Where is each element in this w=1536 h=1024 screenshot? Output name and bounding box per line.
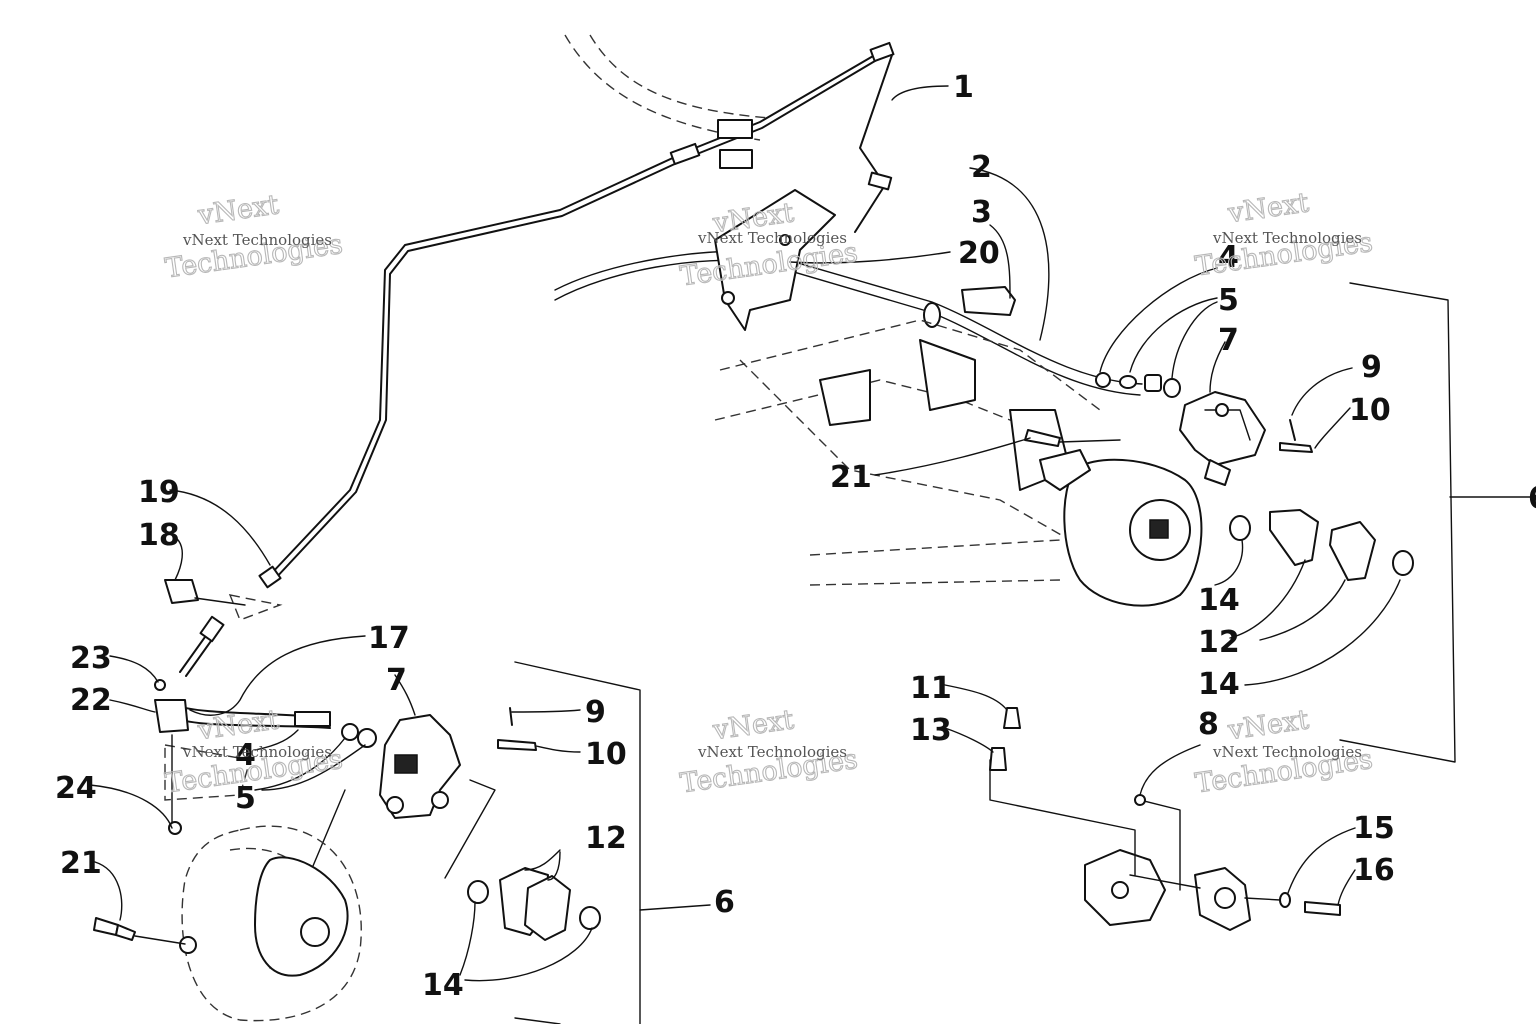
callout-17: 17 — [368, 621, 410, 656]
callout-4-rear: 4 — [1218, 240, 1239, 275]
callout-14-rear-a: 14 — [1198, 583, 1240, 618]
svg-text:vNext: vNext — [1225, 704, 1311, 746]
front-brake-assembly — [93, 565, 711, 1024]
watermark-text-3: vNext Technologies — [1212, 229, 1362, 247]
watermark-text-6: vNext Technologies — [1212, 743, 1362, 761]
callout-7-rear: 7 — [1218, 323, 1239, 358]
watermark-text-1: vNext Technologies — [182, 231, 332, 249]
clip-3 — [961, 286, 1016, 316]
watermark-text-5: vNext Technologies — [697, 743, 847, 761]
callout-1: 1 — [953, 70, 974, 105]
callout-13: 13 — [910, 713, 952, 748]
caliper-mount-lower-right — [989, 707, 1341, 931]
front-disc-hub — [179, 825, 362, 1022]
bracket-22 — [154, 699, 189, 733]
brake-line-1 — [854, 51, 893, 233]
callout-9-rear: 9 — [1361, 350, 1382, 385]
watermark-text-4: vNext Technologies — [182, 743, 332, 761]
callout-15: 15 — [1353, 811, 1395, 846]
callout-23: 23 — [70, 641, 112, 676]
callout-24: 24 — [55, 771, 97, 806]
rear-disc-hub — [1039, 449, 1203, 607]
callout-9-front: 9 — [585, 695, 606, 730]
callout-4-front: 4 — [235, 738, 256, 773]
callout-6-front: 6 — [714, 885, 735, 920]
callout-12-front: 12 — [585, 821, 627, 856]
brake-line-tee — [717, 119, 753, 139]
callout-6-rear: 6 — [1528, 481, 1536, 516]
callout-21-rear: 21 — [830, 460, 872, 495]
leader-lines — [89, 85, 1401, 982]
callout-18: 18 — [138, 518, 180, 553]
callout-14-front: 14 — [422, 968, 464, 1003]
cable-bracket — [714, 189, 836, 331]
callout-11: 11 — [910, 671, 952, 706]
callout-7-front: 7 — [386, 663, 407, 698]
svg-text:vNext: vNext — [1225, 187, 1311, 229]
pad-12d — [524, 875, 571, 941]
pad-12b — [1329, 521, 1376, 581]
callout-20: 20 — [958, 236, 1000, 271]
callout-3: 3 — [971, 195, 992, 230]
brake-line-main — [269, 51, 881, 576]
svg-text:vNext: vNext — [195, 189, 281, 231]
oring-14d — [579, 906, 601, 930]
callout-21-front: 21 — [60, 846, 102, 881]
oring-14b — [1392, 550, 1414, 576]
oring-14c — [467, 880, 489, 904]
callout-8: 8 — [1198, 707, 1219, 742]
caliper-rear — [1179, 391, 1266, 466]
callout-22: 22 — [70, 683, 112, 718]
callout-16: 16 — [1353, 853, 1395, 888]
callout-12-rear: 12 — [1198, 625, 1240, 660]
callout-14-rear-b: 14 — [1198, 667, 1240, 702]
oring-14a — [1229, 515, 1251, 541]
svg-text:vNext: vNext — [710, 704, 796, 746]
callout-10-front: 10 — [585, 737, 627, 772]
clip-18 — [164, 579, 199, 604]
callout-labels: 1 2 3 20 4 5 7 9 10 21 14 12 14 11 13 8 … — [55, 70, 1536, 1003]
watermark-text-2: vNext Technologies — [697, 229, 847, 247]
callout-5-rear: 5 — [1218, 283, 1239, 318]
callout-10-rear: 10 — [1349, 393, 1391, 428]
rear-brake-assembly — [269, 34, 1536, 931]
callout-5-front: 5 — [235, 781, 256, 816]
callout-2: 2 — [971, 150, 992, 185]
callout-19: 19 — [138, 475, 180, 510]
pad-12a — [1269, 509, 1319, 566]
